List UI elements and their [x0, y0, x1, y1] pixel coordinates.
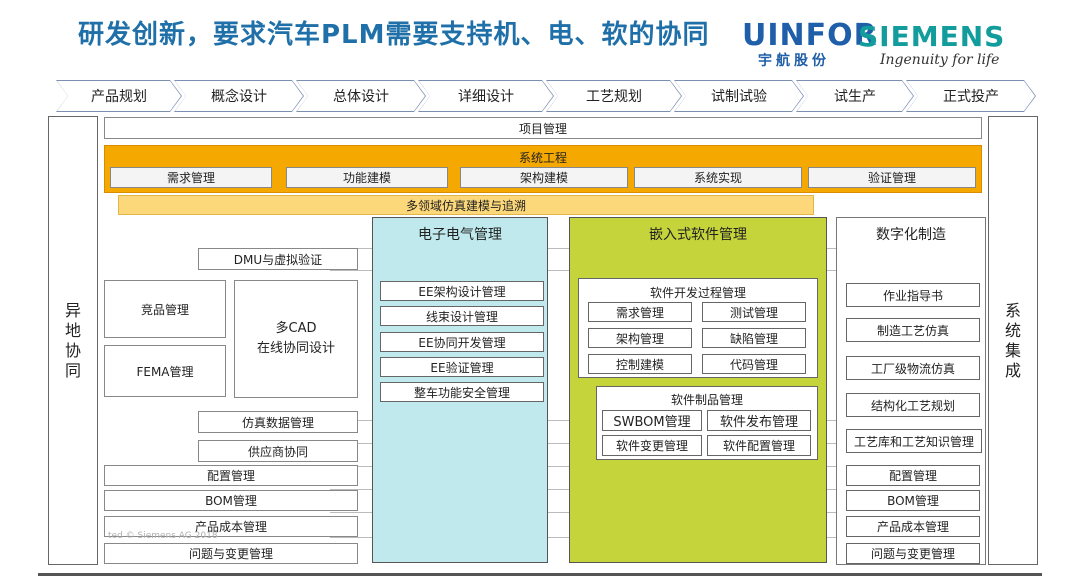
se-item: 系统实现: [634, 167, 802, 188]
se-item: 验证管理: [808, 167, 976, 188]
digital-item: 产品成本管理: [846, 516, 980, 537]
phase-label: 试生产: [834, 89, 876, 105]
digital-item: 问题与变更管理: [846, 543, 980, 564]
dev-process-item: 缺陷管理: [702, 328, 806, 348]
copyright-watermark: ted © Siemens AG 2018: [108, 531, 218, 541]
ee-item: 整车功能安全管理: [380, 382, 544, 402]
digital-item: 制造工艺仿真: [846, 318, 980, 342]
digital-manufacturing-title: 数字化制造: [876, 227, 946, 243]
phase-chevron: 试制试验: [674, 80, 804, 112]
bom-management: BOM管理: [104, 490, 358, 511]
page-title: 研发创新，要求汽车PLM需要支持机、电、软的协同: [78, 20, 710, 50]
phase-label: 工艺规划: [586, 89, 642, 105]
dev-process-item: 控制建模: [588, 354, 692, 374]
digital-item: BOM管理: [846, 490, 980, 511]
phase-chevron: 详细设计: [418, 80, 554, 112]
uinfor-logo: UINFOR: [742, 18, 878, 53]
digital-item: 工厂级物流仿真: [846, 356, 980, 380]
phase-label: 正式投产: [943, 89, 999, 105]
system-integration-bar: 系 统 集 成: [988, 116, 1038, 565]
digital-manufacturing-column: [836, 217, 986, 565]
ee-item: 线束设计管理: [380, 306, 544, 326]
se-item: 架构建模: [460, 167, 628, 188]
dev-process-item: 代码管理: [702, 354, 806, 374]
uinfor-cn-logo: 宇航股份: [758, 53, 830, 69]
phase-chevron: 产品规划: [56, 80, 182, 112]
siemens-logo: SIEMENS: [858, 20, 1006, 53]
embedded-title: 嵌入式软件管理: [649, 227, 747, 243]
simulation-data-management: 仿真数据管理: [198, 411, 358, 433]
phase-chevron: 试生产: [796, 80, 914, 112]
remote-collaboration-bar: 异 地 协 同: [48, 116, 98, 565]
phase-label: 总体设计: [333, 89, 389, 105]
issue-change-management: 问题与变更管理: [104, 543, 358, 564]
digital-item: 配置管理: [846, 465, 980, 486]
product-cost-management: 产品成本管理: [104, 516, 358, 537]
project-management: 项目管理: [104, 117, 982, 139]
dev-process-item: 需求管理: [588, 302, 692, 322]
multi-cad-collaboration: 多CAD 在线协同设计: [234, 280, 358, 398]
systems-engineering-title: 系统工程: [518, 151, 567, 165]
software-artifact-title: 软件制品管理: [670, 393, 743, 407]
se-item: 功能建模: [286, 167, 448, 188]
software-dev-process-title: 软件开发过程管理: [649, 286, 746, 300]
artifact-item: 软件配置管理: [707, 435, 811, 456]
siemens-tagline: Ingenuity for life: [880, 52, 1000, 68]
bottom-rule: [38, 573, 1042, 576]
phase-chevron: 概念设计: [174, 80, 304, 112]
dmu-virtual-validation: DMU与虚拟验证: [198, 248, 358, 270]
phase-label: 产品规划: [91, 89, 147, 105]
fema-management: FEMA管理: [104, 345, 226, 397]
multi-domain-simulation: 多领域仿真建模与追溯: [118, 195, 814, 215]
ee-item: EE协同开发管理: [380, 332, 544, 352]
configuration-management: 配置管理: [104, 465, 358, 486]
dev-process-item: 测试管理: [702, 302, 806, 322]
phase-label: 试制试验: [711, 89, 767, 105]
ee-item: EE架构设计管理: [380, 281, 544, 301]
phase-label: 详细设计: [458, 89, 514, 105]
supplier-collaboration: 供应商协同: [198, 440, 358, 462]
digital-item: 作业指导书: [846, 283, 980, 307]
phase-label: 概念设计: [211, 89, 267, 105]
digital-item: 工艺库和工艺知识管理: [846, 429, 982, 453]
artifact-item: 软件发布管理: [707, 410, 811, 431]
dev-process-item: 架构管理: [588, 328, 692, 348]
digital-item: 结构化工艺规划: [846, 393, 980, 417]
phase-bar: 产品规划 概念设计 总体设计 详细设计 工艺规划 试制试验 试生产 正式投产: [56, 80, 1036, 112]
artifact-item: SWBOM管理: [602, 410, 702, 431]
competitor-management: 竞品管理: [104, 280, 226, 338]
ee-title: 电子电气管理: [418, 227, 502, 243]
phase-chevron: 正式投产: [906, 80, 1036, 112]
se-item: 需求管理: [110, 167, 272, 188]
ee-item: EE验证管理: [380, 357, 544, 377]
phase-chevron: 总体设计: [296, 80, 426, 112]
artifact-item: 软件变更管理: [602, 435, 702, 456]
phase-chevron: 工艺规划: [546, 80, 682, 112]
